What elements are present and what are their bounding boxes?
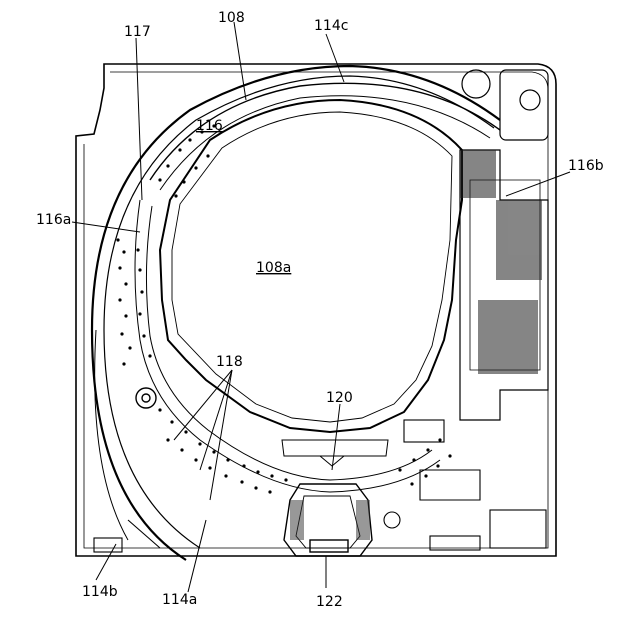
label-116a: 116a [36, 212, 71, 228]
drum-opening-108a [160, 100, 462, 432]
leader-114b [96, 544, 116, 580]
label-116b: 116b [568, 158, 604, 174]
label-114b: 114b [82, 584, 118, 600]
label-108a: 108a [256, 260, 291, 276]
label-116: 116 [196, 118, 223, 134]
drain-hatch [290, 500, 370, 540]
label-122: 122 [316, 594, 343, 610]
left-fastener [136, 388, 156, 408]
label-114c: 114c [314, 18, 348, 34]
gasket-116 [135, 200, 440, 492]
leader-118c [210, 370, 232, 500]
bottom-left-bracket [94, 520, 160, 552]
label-120: 120 [326, 390, 353, 406]
leader-118a [200, 370, 232, 470]
bottom-right-components [384, 420, 546, 550]
label-118: 118 [216, 354, 243, 370]
dense-hatch-area [460, 150, 542, 374]
label-108: 108 [218, 10, 245, 26]
leader-116b [506, 172, 570, 196]
label-114a: 114a [162, 592, 197, 608]
leader-114c [326, 34, 344, 82]
leader-117 [136, 38, 142, 200]
label-117: 117 [124, 24, 151, 40]
